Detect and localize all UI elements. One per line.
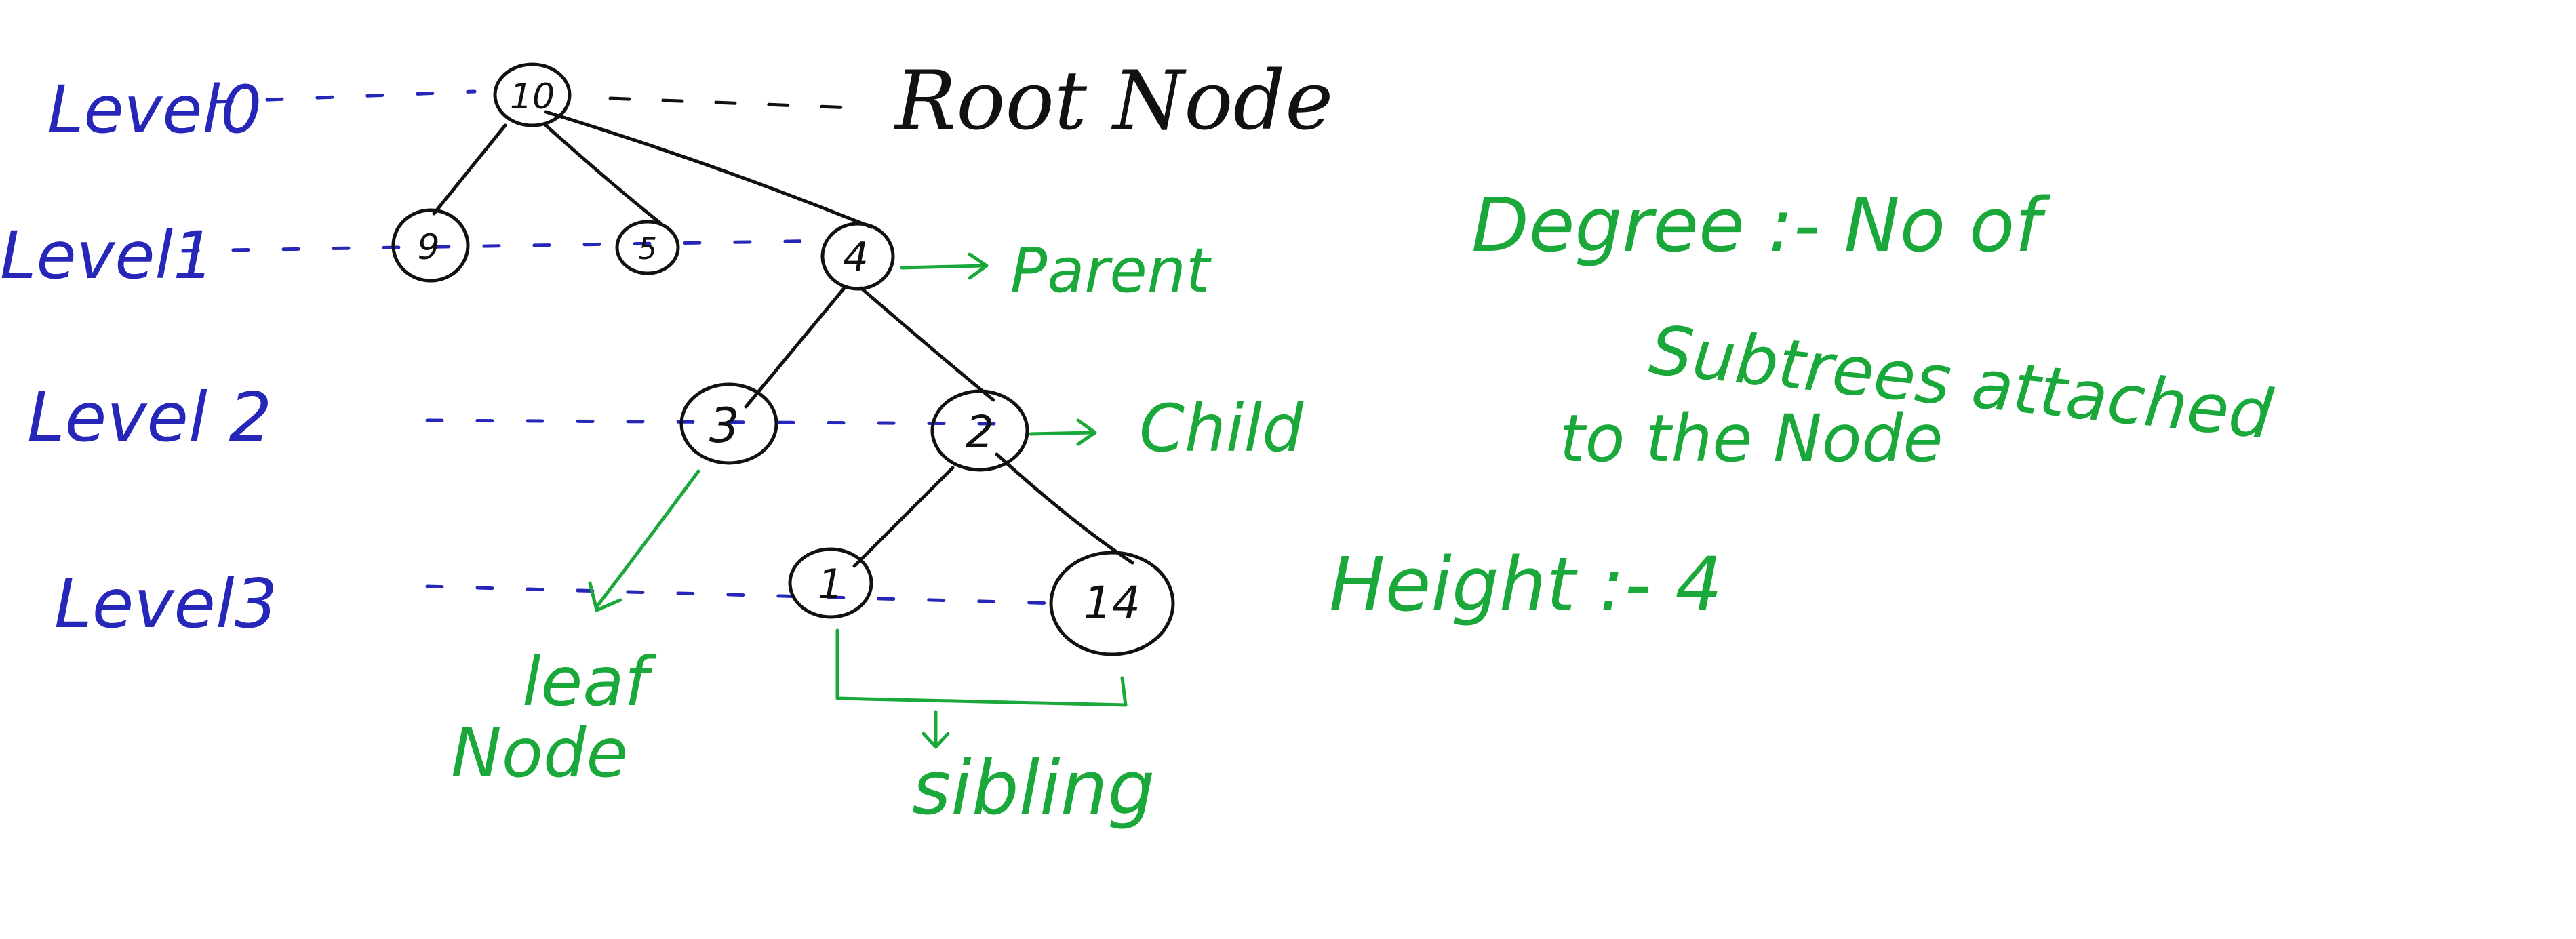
level1-label: Level1 [0,218,214,294]
node-2-circle [930,389,1029,472]
parent-label: Parent [1010,235,1212,306]
child-label: Child [1139,391,1304,466]
level1-guide [181,239,836,253]
edge-2-14 [995,452,1134,565]
leaf-arrow-head [588,581,622,612]
node-9-label: 9 [417,227,439,268]
node-labels: 10 9 5 4 3 2 1 14 [417,77,1141,629]
sibling-label: sibling [912,744,1155,831]
edge-4-2 [859,286,995,402]
leaf-label-line2: Node [451,713,628,793]
level-labels: Level0 Level1 Level 2 Level3 [0,72,277,643]
node-3-circle [679,382,778,465]
node-5-circle [615,220,680,275]
node-4-label: 4 [843,234,869,281]
child-arrow [1029,431,1094,436]
node-9-circle [391,208,470,283]
node-10-circle [493,62,572,127]
leaf-arrow [595,469,700,609]
tree-nodes [391,62,1175,656]
node-2-label: 2 [966,406,994,458]
degree-line1: Degree :- No of [1471,182,2050,268]
height-label: Height :- 4 [1329,541,1722,628]
level2-label: Level 2 [27,378,272,457]
leaf-label-line1: leaf [522,642,657,721]
level3-label: Level3 [54,564,277,643]
edge-2-1 [852,466,955,568]
edge-10-9 [432,123,507,216]
sibling-bracket [835,628,1128,707]
annotation-text: Parent Child leaf Node sibling Degree :-… [451,182,2276,831]
parent-arrow [900,264,985,270]
child-arrow-head [1076,418,1097,446]
edge-4-3 [744,286,846,409]
node-3-label: 3 [709,398,740,454]
root-node-label: Root Node [894,54,1333,148]
level0-label: Level0 [47,72,262,148]
edge-10-5 [544,123,663,226]
node-14-circle [1049,551,1175,656]
parent-arrow-head [968,252,989,280]
sibling-arrow-head [922,732,950,749]
level0-guide [215,89,477,104]
node-1-label: 1 [818,561,844,608]
edge-10-4 [544,110,873,229]
level-guides [181,89,1060,605]
root-pointer [608,96,870,111]
annotation-arrows [588,252,1128,749]
level3-guide [425,584,1060,605]
node-1-circle [788,547,873,619]
degree-line3: to the Node [1560,401,1943,477]
node-14-label: 14 [1084,577,1141,629]
node-4-circle [820,222,895,291]
node-10-label: 10 [510,77,555,117]
tree-edges [432,110,1134,568]
node-5-label: 5 [638,232,657,266]
